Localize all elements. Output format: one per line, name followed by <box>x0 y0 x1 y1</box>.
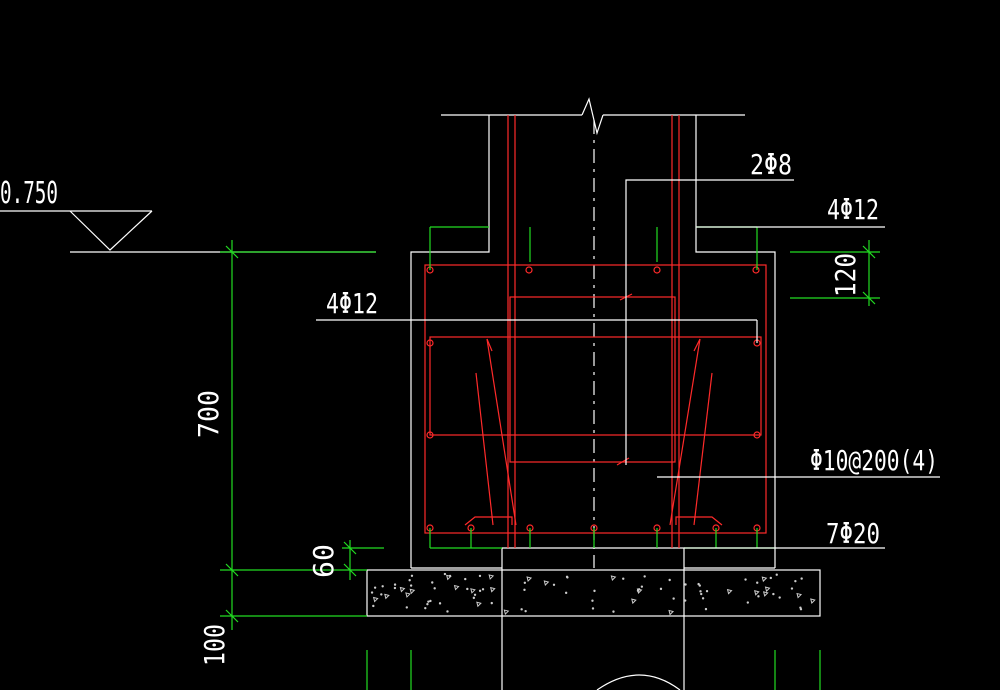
label-top-bars: 4Φ12 <box>827 193 879 226</box>
rebar-annotations: 2Φ8 4Φ12 4Φ12 Φ10@200(4) 7Φ20 <box>326 148 938 550</box>
label-bottom-bars: 7Φ20 <box>826 517 880 550</box>
leader-lines <box>316 179 940 549</box>
label-middle-bars: 4Φ12 <box>326 287 378 320</box>
dim-cushion: 100 <box>198 624 231 666</box>
label-stirrup-top: 2Φ8 <box>750 148 792 181</box>
dim-cover-top: 120 <box>829 253 862 297</box>
dimension-lines <box>220 240 880 630</box>
elevation-label: 0.750 <box>0 176 58 211</box>
dim-base-offset: 60 <box>307 544 340 578</box>
elevation-marker: 0.750 <box>0 176 376 253</box>
column-outline <box>410 97 776 569</box>
rebar-cage <box>424 115 767 548</box>
green-guides <box>429 226 775 549</box>
dim-height: 700 <box>192 390 225 438</box>
pile-outline <box>366 547 821 690</box>
cushion-layer <box>366 569 821 617</box>
dimension-annotations: 120 700 60 100 <box>192 253 862 666</box>
label-stirrups: Φ10@200(4) <box>810 444 938 477</box>
